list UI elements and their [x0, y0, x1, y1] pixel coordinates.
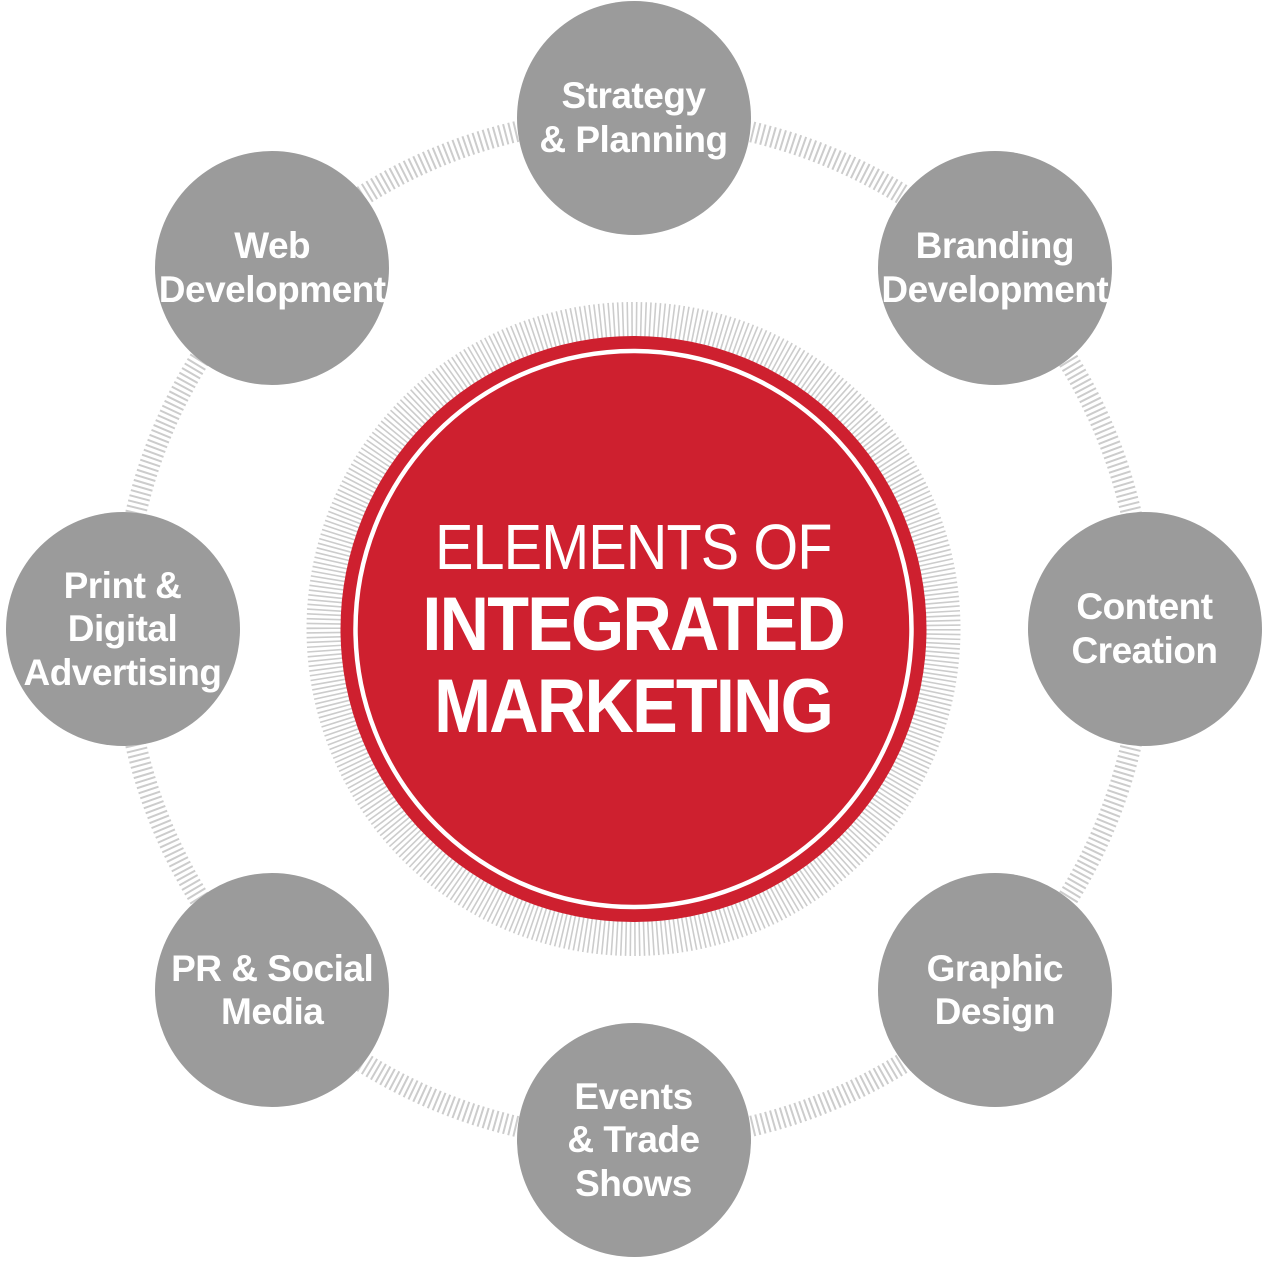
- label-print-digital-advertising: Print & Digital Advertising: [23, 564, 222, 693]
- label-web-development: Web Development: [158, 225, 386, 310]
- center-inner-white-ring: [353, 348, 914, 910]
- circle-branding-development: Branding Development: [877, 150, 1112, 385]
- center-title-line1: INTEGRATED: [422, 582, 846, 668]
- circle-print-digital-advertising: Print & Digital Advertising: [5, 512, 240, 746]
- circle-content-creation: Content Creation: [1027, 512, 1262, 746]
- center-title-line2: MARKETING: [434, 663, 835, 749]
- circle-web-development: Web Development: [155, 150, 390, 385]
- circle-graphic-design: Graphic Design: [877, 873, 1112, 1108]
- label-events-trade-shows: Events & Trade Shows: [567, 1075, 700, 1204]
- center-red-circle: [340, 336, 927, 922]
- label-strategy-planning: Strategy & Planning: [539, 75, 728, 160]
- label-content-creation: Content Creation: [1071, 586, 1218, 671]
- center-hatch-ring: [306, 302, 961, 956]
- label-graphic-design: Graphic Design: [926, 947, 1064, 1033]
- circle-pr-social-media: PR & Social Media: [155, 873, 390, 1108]
- circle-events-trade-shows: Events & Trade Shows: [516, 1023, 751, 1257]
- label-branding-development: Branding Development: [881, 225, 1109, 310]
- center-eyebrow: ELEMENTS OF: [435, 510, 832, 583]
- center-title-block: ELEMENTS OF INTEGRATED MARKETING: [333, 500, 934, 758]
- label-pr-social-media: PR & Social Media: [171, 947, 374, 1033]
- circle-strategy-planning: Strategy & Planning: [516, 1, 751, 235]
